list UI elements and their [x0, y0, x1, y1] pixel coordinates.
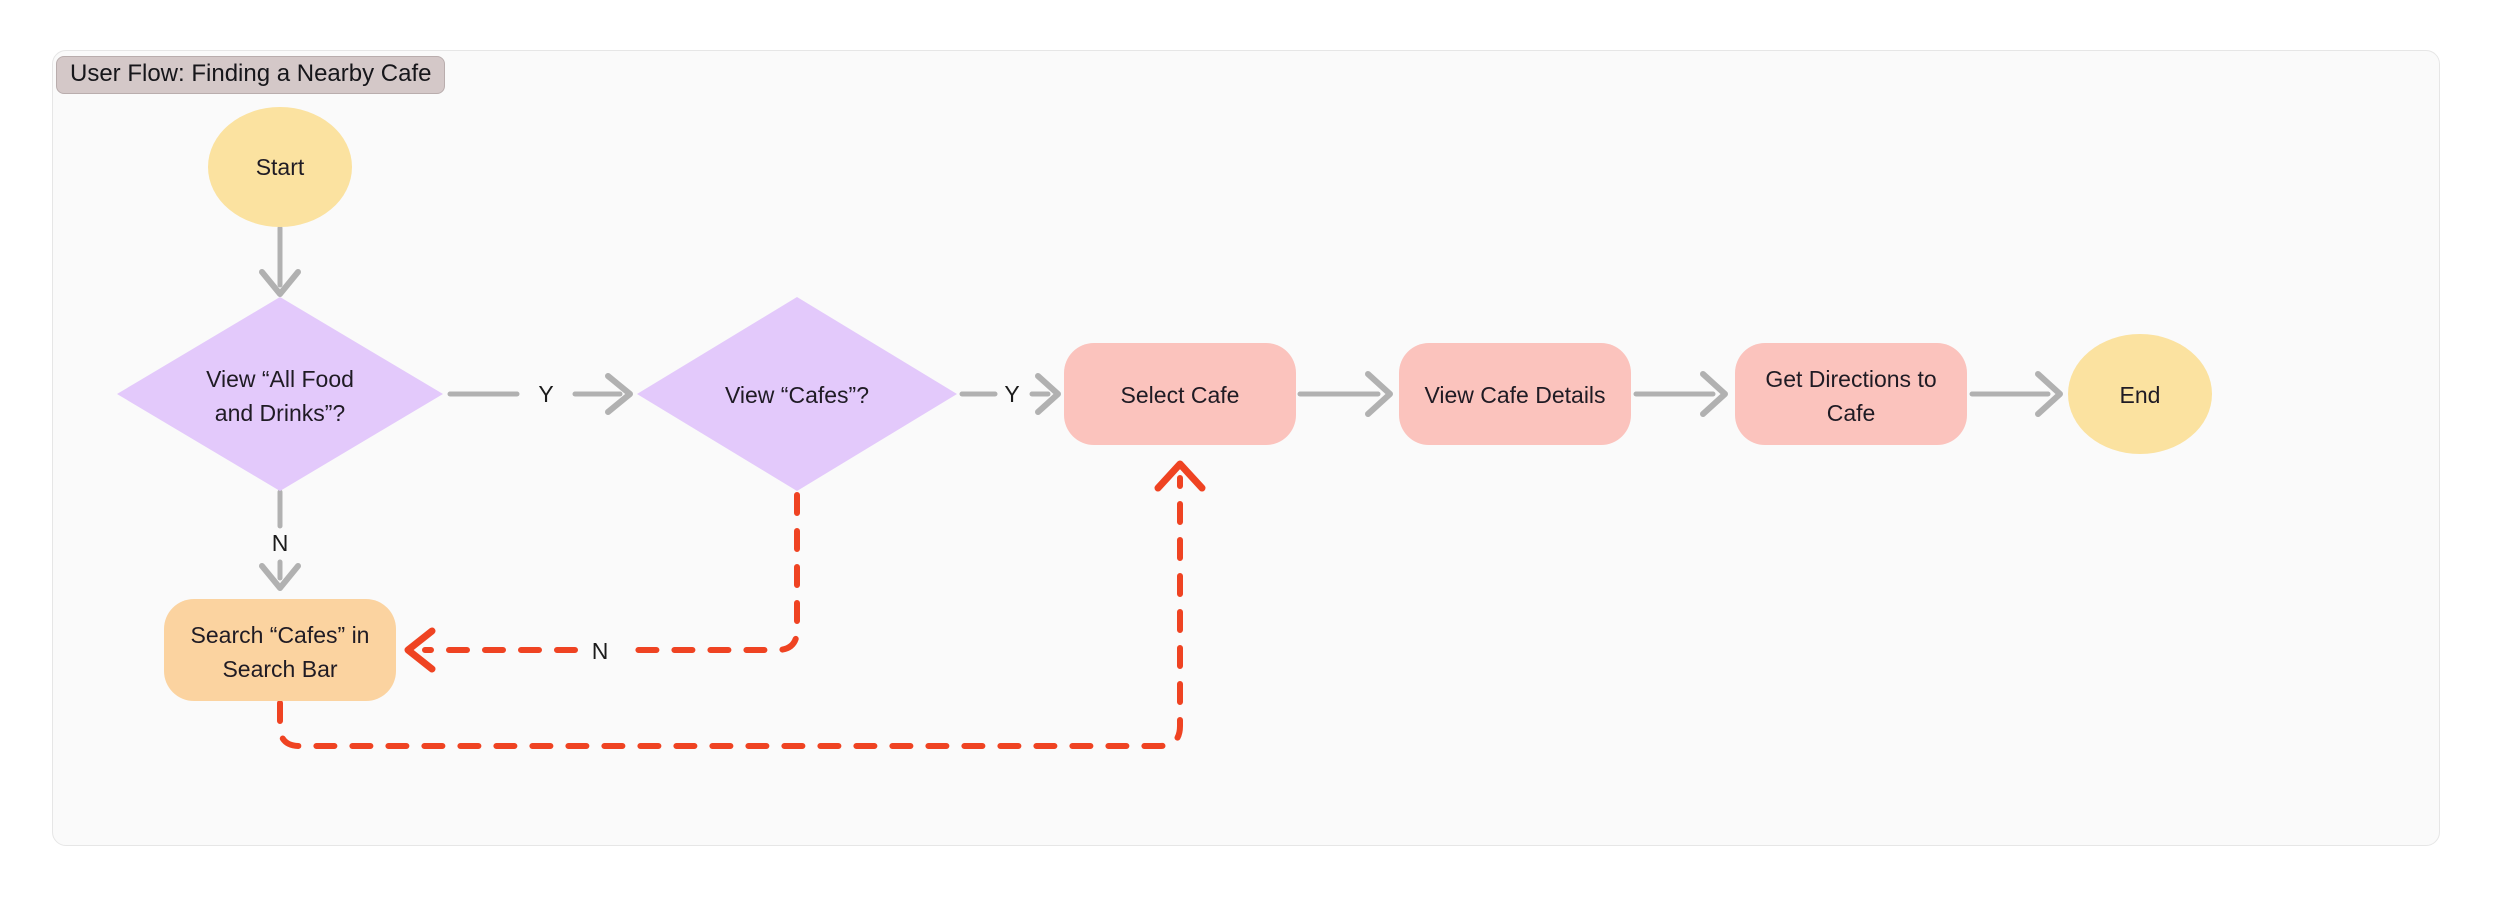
node-decision-cafes-label: View “Cafes”? [725, 382, 869, 408]
node-start[interactable]: Start [208, 107, 352, 227]
node-start-label: Start [256, 154, 305, 180]
node-get-directions-label-line1: Get Directions to [1765, 366, 1936, 392]
edge-label-y-cafes-to-select: Y [1004, 381, 1019, 407]
edge-get-directions-to-end [1969, 371, 2063, 417]
edge-decision-cafes-to-search-bar-dashed: N [404, 492, 800, 673]
node-get-directions-to-cafe[interactable]: Get Directions to Cafe [1735, 343, 1967, 445]
node-decision-all-food-and-drinks[interactable]: View “All Food and Drinks”? [117, 297, 443, 491]
node-get-directions-label-line2: Cafe [1827, 400, 1876, 426]
node-view-cafe-details-label: View Cafe Details [1424, 382, 1605, 408]
node-search-cafes-in-search-bar[interactable]: Search “Cafes” in Search Bar [164, 599, 396, 701]
edge-view-details-to-get-directions [1633, 371, 1728, 417]
flowchart-title-badge[interactable]: User Flow: Finding a Nearby Cafe [56, 56, 446, 94]
node-select-cafe[interactable]: Select Cafe [1064, 343, 1296, 445]
edge-label-y-food-to-cafes: Y [538, 381, 553, 407]
node-decision-view-cafes[interactable]: View “Cafes”? [637, 297, 957, 491]
flowchart-canvas[interactable] [52, 50, 2440, 846]
node-decision-food-label-line2: and Drinks”? [215, 400, 345, 426]
node-view-cafe-details[interactable]: View Cafe Details [1399, 343, 1631, 445]
edge-label-n-food-to-search: N [272, 530, 289, 556]
edge-decision-food-to-decision-cafes: Y [447, 373, 633, 415]
edge-label-n-cafes-to-search: N [592, 638, 609, 664]
node-decision-food-label-line1: View “All Food [206, 366, 354, 392]
node-select-cafe-label: Select Cafe [1121, 382, 1240, 408]
edge-start-to-decision-food [259, 225, 301, 297]
edge-decision-food-to-search-bar: N [259, 489, 301, 591]
node-end[interactable]: End [2068, 334, 2212, 454]
node-end-label: End [2120, 382, 2161, 408]
edge-select-cafe-to-view-details [1297, 371, 1393, 417]
edge-search-bar-to-select-cafe-dashed [277, 460, 1206, 749]
node-search-bar-label-line2: Search Bar [222, 656, 337, 682]
edge-decision-cafes-to-select-cafe: Y [959, 373, 1061, 415]
node-search-bar-label-line1: Search “Cafes” in [191, 622, 370, 648]
